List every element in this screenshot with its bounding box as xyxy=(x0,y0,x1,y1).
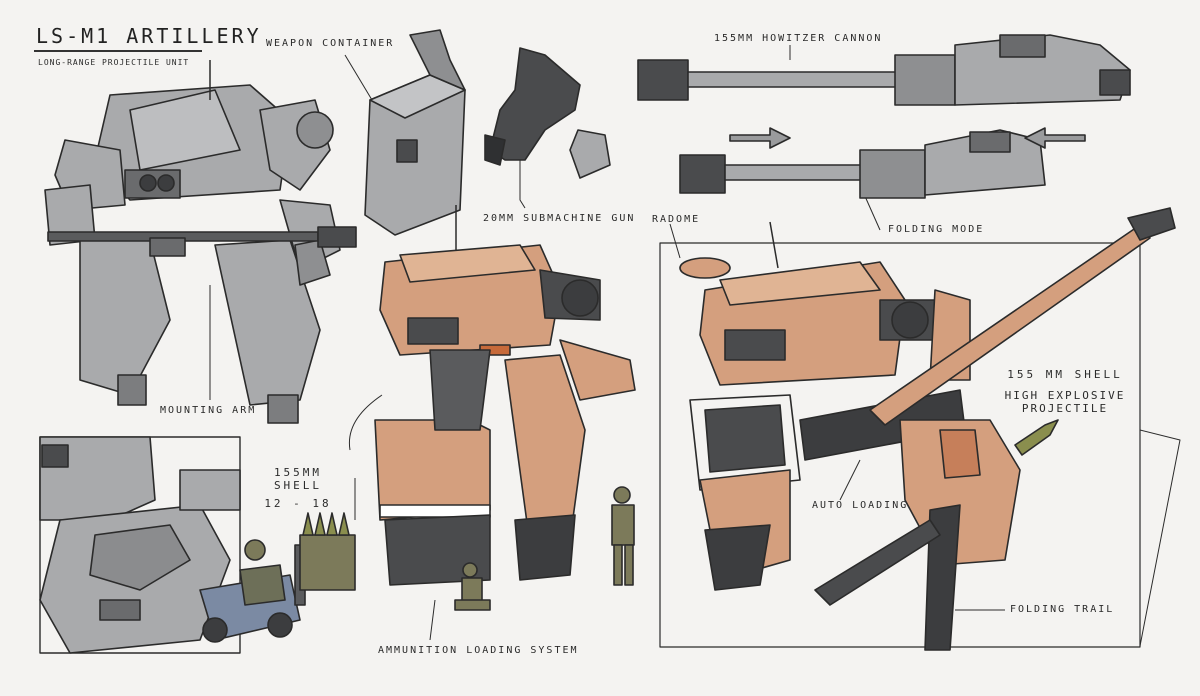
label-auto-loading: AUTO LOADING xyxy=(812,500,909,511)
arrow-left xyxy=(1024,127,1086,149)
detail-frame xyxy=(659,242,1141,648)
shell-left-line1: 155MM SHELL xyxy=(273,466,323,492)
shell-left-line2: 12 - 18 xyxy=(264,497,332,510)
sheet-subtitle: LONG-RANGE PROJECTILE UNIT xyxy=(38,58,190,67)
shell-right-line1: 155 MM SHELL xyxy=(1007,368,1123,381)
grey-rifle xyxy=(47,226,357,257)
label-shell-left: 155MM SHELL 12 - 18 xyxy=(248,466,348,510)
label-radome: RADOME xyxy=(652,214,701,225)
howitzer-deployed xyxy=(637,34,1131,106)
label-folding-mode: FOLDING MODE xyxy=(888,224,985,235)
howitzer-folded xyxy=(679,129,1046,199)
leader-weapon-container xyxy=(344,54,376,106)
tan-mech-right xyxy=(679,221,1021,651)
mount-closeup xyxy=(39,436,241,654)
label-folding-trail: FOLDING TRAIL xyxy=(1010,604,1115,615)
shell-right-line2: HIGH EXPLOSIVE PROJECTILE xyxy=(1004,389,1126,415)
arrow-curve xyxy=(348,394,383,451)
howitzer-barrel-raised xyxy=(869,207,1176,426)
label-howitzer: 155MM HOWITZER CANNON xyxy=(714,33,883,44)
weapon-container xyxy=(364,29,466,236)
frame-shadow-edge xyxy=(1139,429,1181,647)
label-submachine-gun: 20MM SUBMACHINE GUN xyxy=(483,213,636,224)
label-weapon-container: WEAPON CONTAINER xyxy=(266,38,395,49)
shell-single xyxy=(1014,419,1059,456)
title-underline xyxy=(34,50,202,52)
soldier-standing xyxy=(611,486,635,586)
submachine-gun xyxy=(484,47,611,179)
leader-radome xyxy=(669,223,681,259)
label-ammunition-loading: AMMUNITION LOADING SYSTEM xyxy=(378,645,579,656)
sheet-title: LS-M1 ARTILLERY xyxy=(36,24,262,48)
grey-mech xyxy=(44,84,341,424)
soldier-kneeling xyxy=(454,562,491,611)
leader-smg xyxy=(519,160,526,209)
tan-mech-center xyxy=(374,205,636,586)
label-shell-right: 155 MM SHELL HIGH EXPLOSIVE PROJECTILE xyxy=(970,368,1160,415)
leader-auto-loading xyxy=(839,459,861,501)
label-mounting-arm: MOUNTING ARM xyxy=(160,405,257,416)
shell-stack xyxy=(299,512,356,591)
leader-ammo xyxy=(429,599,436,641)
arrow-right xyxy=(729,127,791,149)
